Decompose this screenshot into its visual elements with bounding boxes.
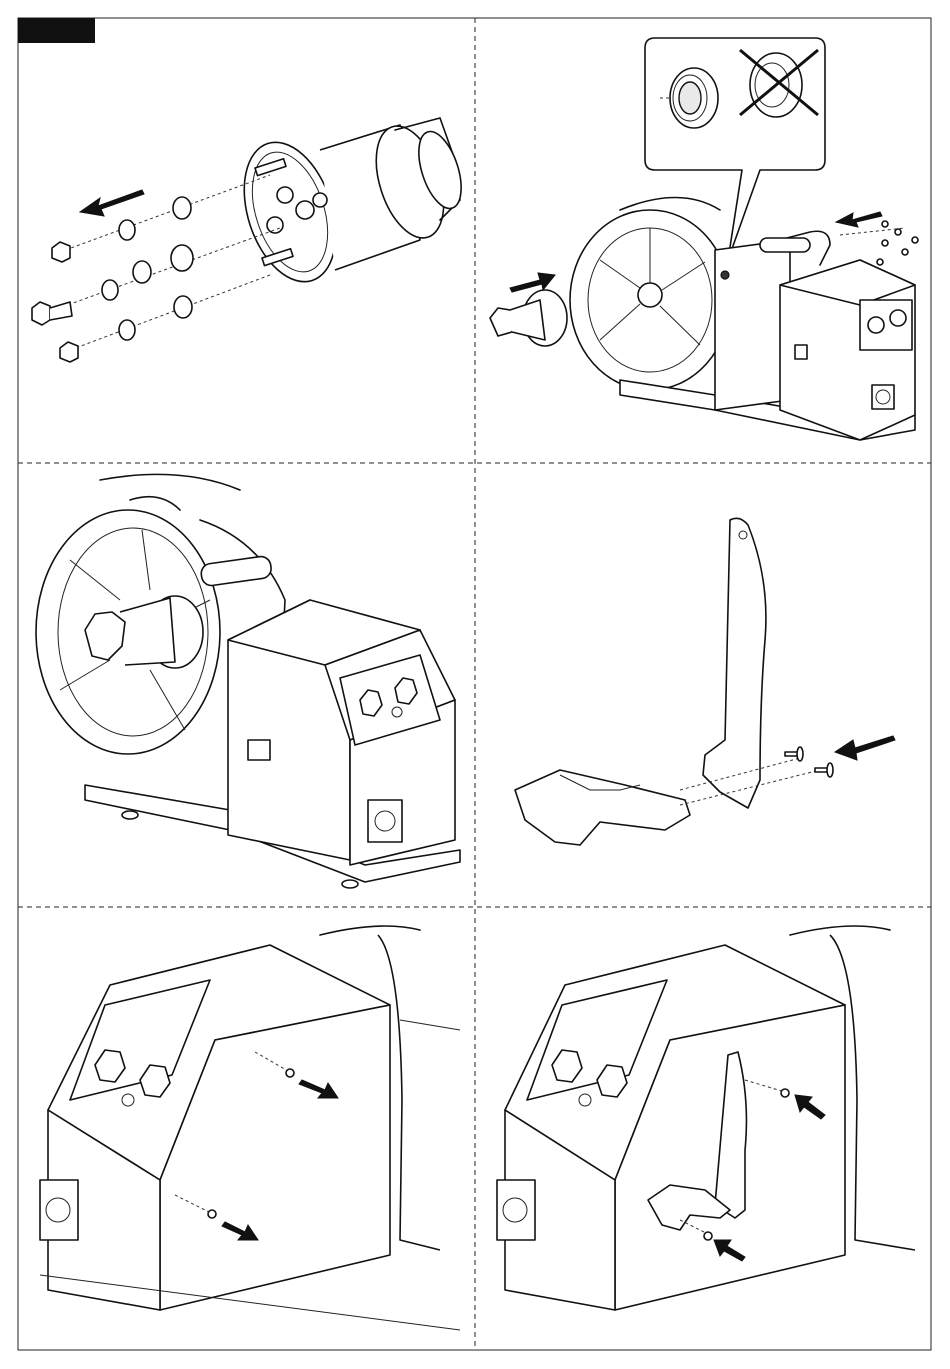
screw-icon bbox=[877, 259, 883, 265]
nut-icon bbox=[60, 342, 78, 362]
panel-5 bbox=[40, 926, 460, 1330]
screw-icon bbox=[902, 249, 908, 255]
bolt-icon bbox=[32, 302, 72, 325]
arrow-icon bbox=[510, 273, 555, 292]
spool-knob bbox=[490, 290, 567, 346]
hose-bracket bbox=[703, 518, 766, 808]
washer-icon bbox=[174, 296, 192, 318]
screw-icon bbox=[704, 1232, 712, 1240]
washer-icon bbox=[102, 280, 118, 300]
arrow-icon bbox=[835, 736, 895, 760]
connector-icon bbox=[872, 385, 894, 409]
header-tab bbox=[18, 18, 95, 43]
connector-icon bbox=[368, 800, 402, 842]
washer-icon bbox=[171, 245, 193, 271]
knob-icon bbox=[868, 317, 884, 333]
screw-icon bbox=[286, 1069, 294, 1077]
panel-4 bbox=[515, 518, 895, 845]
washer-icon bbox=[119, 320, 135, 340]
spool-hub bbox=[228, 118, 470, 294]
hose-clamp bbox=[515, 770, 690, 845]
screw-icon bbox=[208, 1210, 216, 1218]
panel-3 bbox=[36, 474, 460, 888]
screw-icon bbox=[815, 763, 833, 777]
knob-icon bbox=[890, 310, 906, 326]
screw-icon bbox=[781, 1089, 789, 1097]
arrow-icon bbox=[836, 212, 882, 227]
screw-icon bbox=[895, 229, 901, 235]
fastener-set bbox=[32, 197, 193, 362]
panel-6 bbox=[497, 926, 915, 1310]
screw-icon bbox=[882, 221, 888, 227]
arrow-icon bbox=[80, 190, 144, 216]
washer-icon bbox=[119, 220, 135, 240]
washer-icon bbox=[173, 197, 191, 219]
screw-icon bbox=[882, 240, 888, 246]
washer-icon bbox=[133, 261, 151, 283]
screw-icon bbox=[785, 747, 803, 761]
panel-1 bbox=[32, 118, 469, 362]
spool-wheel bbox=[570, 198, 730, 391]
bushing-correct-icon bbox=[670, 68, 718, 128]
screw-icon bbox=[912, 237, 918, 243]
panel-2 bbox=[490, 38, 918, 440]
nut-icon bbox=[52, 242, 70, 262]
